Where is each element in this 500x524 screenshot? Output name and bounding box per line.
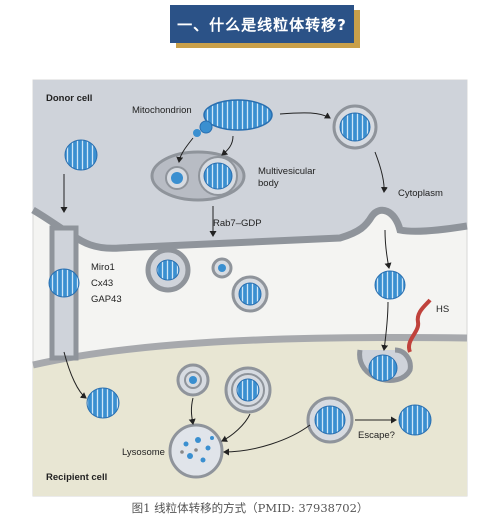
mito-in-vesicle	[156, 259, 180, 281]
heparan-sulfate-chain	[407, 298, 432, 353]
mito-fragment-small	[193, 129, 201, 137]
mvb-label-line1: Multivesicular	[258, 166, 316, 177]
mitochondrial-transfer-diagram: Donor cell Recipient cell Mitochondrion …	[31, 79, 468, 497]
escape-label: Escape?	[358, 430, 395, 441]
escaped-mitochondrion	[398, 404, 432, 436]
recipient-cell	[33, 337, 467, 496]
miro1-label: Miro1	[91, 262, 115, 273]
transferred-mitochondrion	[86, 387, 120, 419]
mitochondrion-label: Mitochondrion	[132, 105, 192, 116]
section-title: 一、什么是线粒体转移?	[170, 5, 354, 43]
internalized-mitochondrion	[368, 354, 398, 382]
mitochondrion	[203, 99, 273, 131]
free-mitochondrion	[64, 139, 98, 171]
mito-fragment	[199, 120, 213, 134]
gap43-label: GAP43	[91, 294, 122, 305]
cx43-label: Cx43	[91, 278, 113, 289]
figure-caption: 图1 线粒体转移的方式（PMID: 37938702）	[131, 501, 369, 515]
recipient-cell-label: Recipient cell	[46, 472, 107, 483]
hs-label: HS	[436, 304, 449, 315]
mito-in-nanotube	[48, 268, 80, 298]
donor-cell-label: Donor cell	[46, 93, 92, 104]
rab7-label: Rab7–GDP	[213, 218, 262, 229]
lysosome-label: Lysosome	[122, 447, 165, 458]
free-mitochondrion-right	[374, 270, 406, 300]
cytoplasm-label: Cytoplasm	[398, 188, 443, 199]
mvb-label-line2: body	[258, 178, 279, 189]
